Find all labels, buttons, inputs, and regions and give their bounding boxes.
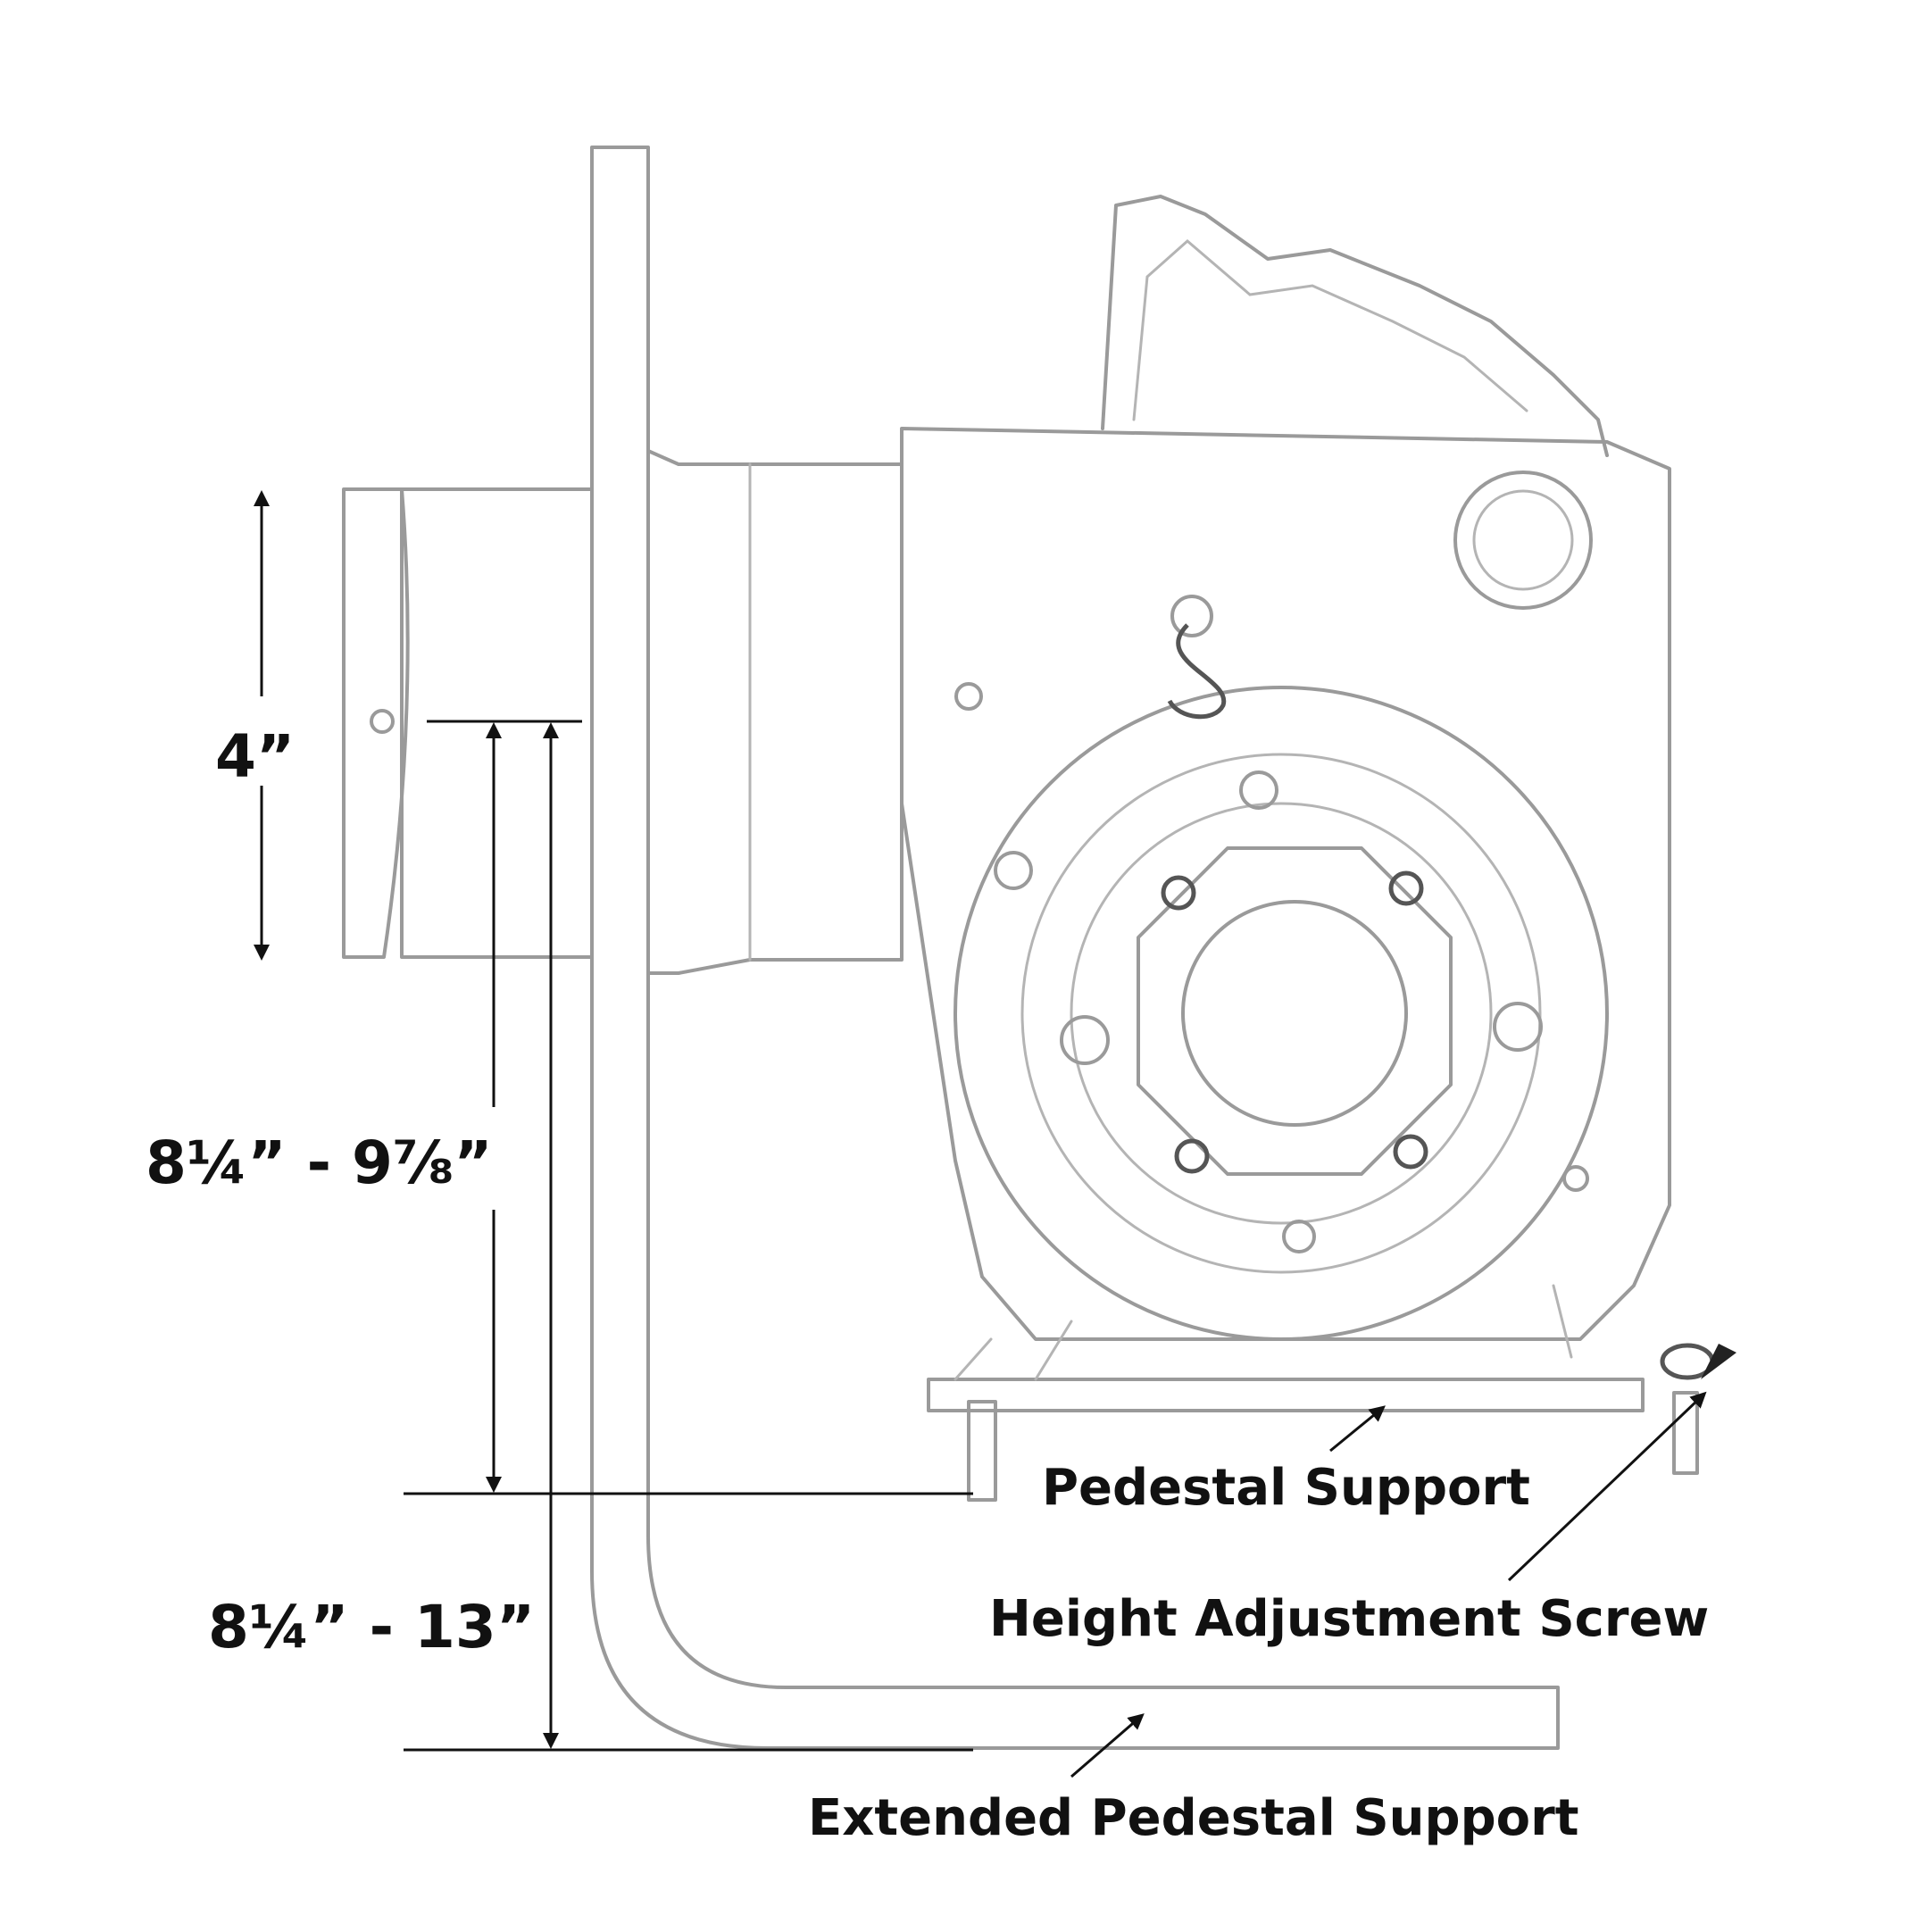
label-flange-height: 4”	[215, 722, 295, 791]
pump-illustration	[342, 146, 1736, 1750]
label-pedestal-support: Pedestal Support	[1042, 1459, 1530, 1517]
height-adjustment-screw	[1660, 1343, 1736, 1380]
pedestal-support-bar	[927, 1378, 1645, 1412]
label-extended-pedestal-height: 8¼” - 13”	[208, 1593, 535, 1661]
label-extended-pedestal-support: Extended Pedestal Support	[808, 1789, 1579, 1847]
pedestal-left-leg	[967, 1400, 997, 1502]
engine-housing	[1101, 195, 1609, 457]
pump-neck	[646, 449, 904, 975]
casing-bolts	[954, 595, 1589, 1253]
leader-height-adjustment-screw	[1507, 1391, 1707, 1582]
volute-outer	[954, 686, 1609, 1341]
leader-extended-pedestal-support	[1070, 1713, 1145, 1778]
pedestal-right-leg	[1672, 1391, 1699, 1475]
leader-pedestal-support	[1329, 1405, 1386, 1453]
dimension-lines	[254, 490, 1707, 1778]
extended-pedestal-bar	[590, 146, 1560, 1750]
flange-collar	[400, 487, 594, 959]
discharge-flange	[342, 487, 410, 959]
suction-inlet	[1137, 846, 1453, 1176]
labels: 4” 8¼” - 9⅞” 8¼” - 13” Pedestal Support …	[146, 722, 1709, 1847]
fill-port	[1453, 471, 1593, 610]
label-height-adjustment-screw: Height Adjustment Screw	[989, 1590, 1709, 1648]
priming-lever	[1167, 623, 1227, 720]
label-pedestal-height: 8¼” - 9⅞”	[146, 1128, 493, 1197]
